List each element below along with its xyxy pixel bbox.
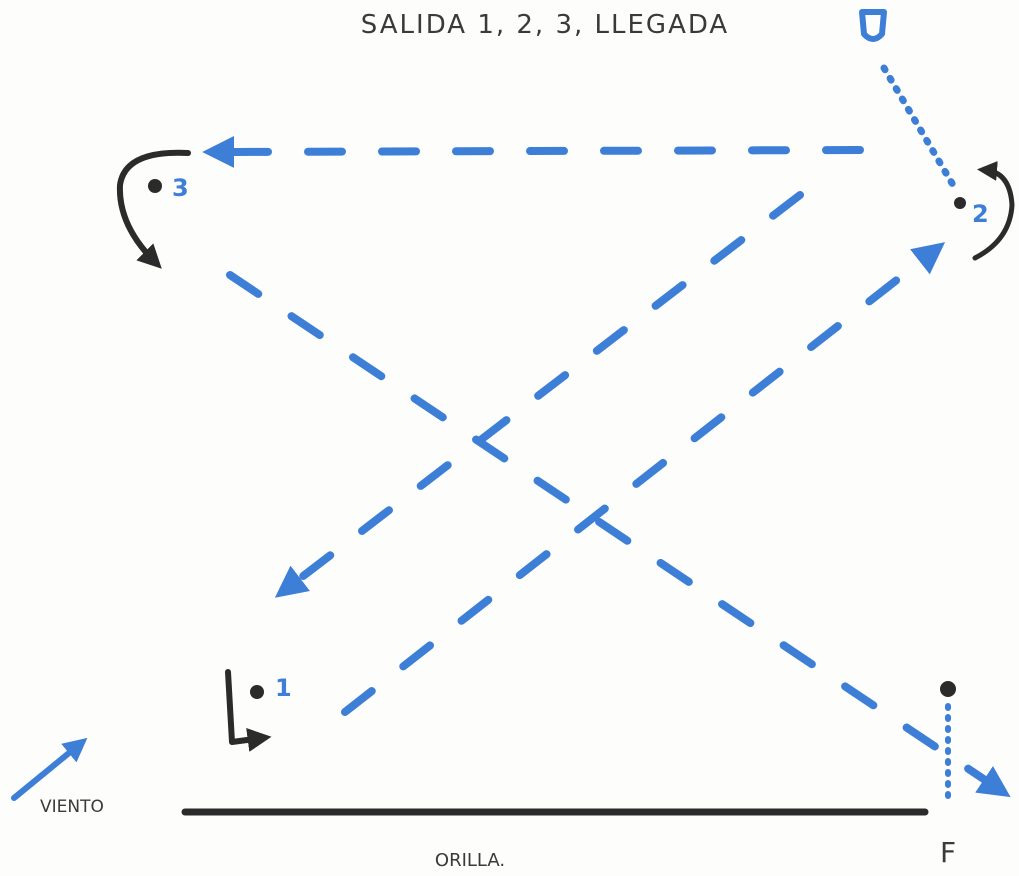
diagram-title: SALIDA 1, 2, 3, LLEGADA: [361, 10, 729, 40]
mark-2: 2: [954, 160, 1015, 261]
leg-downwind-diagonal: [274, 191, 804, 598]
mark-1: 1: [225, 669, 292, 752]
mark-2-label: 2: [972, 200, 989, 228]
leg-to-mark-3: [202, 135, 864, 168]
mark-1-label: 1: [275, 674, 292, 702]
mark-3-buoy: [148, 179, 162, 193]
mark-3: 3: [116, 149, 191, 269]
finish-buoy: [940, 681, 956, 697]
mark-1-rounding-arrow: [225, 669, 272, 752]
mark-2-rounding-arrow: [972, 160, 1015, 261]
leg-mark-1-to-mark-2: [341, 242, 946, 716]
mark-1-buoy: [250, 685, 264, 699]
mark-3-rounding-arrow: [116, 149, 191, 269]
mark-3-label: 3: [172, 174, 189, 202]
finish-mark: F: [940, 681, 956, 869]
finish-label: F: [940, 836, 956, 869]
mark-2-buoy: [954, 197, 966, 209]
wind-label: VIENTO: [40, 797, 104, 817]
leg-mark-3-to-finish: [226, 271, 1011, 798]
shore-label: ORILLA.: [435, 850, 505, 871]
committee-boat-icon: [859, 9, 887, 42]
wind-arrow-icon: [11, 737, 88, 801]
start-line-dotted: [880, 64, 960, 194]
